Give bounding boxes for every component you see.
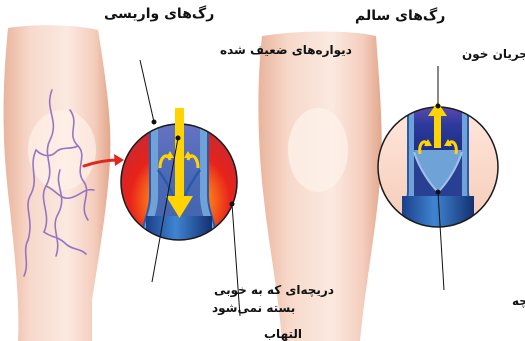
blood-flow-label: جریان خون bbox=[462, 47, 525, 62]
inflammation-leader-dot bbox=[230, 202, 234, 206]
valve-not-closing-label-line2: بسته نمی‌شود bbox=[212, 301, 295, 316]
weak-walls-leader bbox=[140, 60, 154, 122]
weak-walls-label: دیواره‌های ضعیف شده bbox=[220, 43, 352, 58]
valve-not-closing-label-line1: دریچه‌ای که به خوبی bbox=[214, 283, 334, 298]
healthy-valve-magnifier bbox=[378, 100, 498, 246]
valve-closing-leader-dot bbox=[436, 190, 440, 194]
weak-walls-leader-dot bbox=[152, 120, 156, 124]
varicose-valve-magnifier bbox=[115, 108, 245, 256]
healthy-knee-highlight bbox=[288, 108, 348, 192]
left-knee-highlight bbox=[28, 110, 96, 190]
inflammation-leader bbox=[232, 204, 240, 316]
valve-not-closing-leader-dot bbox=[176, 136, 180, 140]
varicose-veins-title: رگ‌های واریسی bbox=[104, 5, 214, 22]
healthy-veins-title: رگ‌های سالم bbox=[355, 7, 445, 24]
valve-closing-label: بسته شدن دریچه bbox=[512, 294, 525, 308]
blood-flow-leader-dot bbox=[436, 104, 440, 108]
inflammation-label: التهاب bbox=[264, 327, 302, 341]
varicose-leg bbox=[4, 25, 111, 341]
